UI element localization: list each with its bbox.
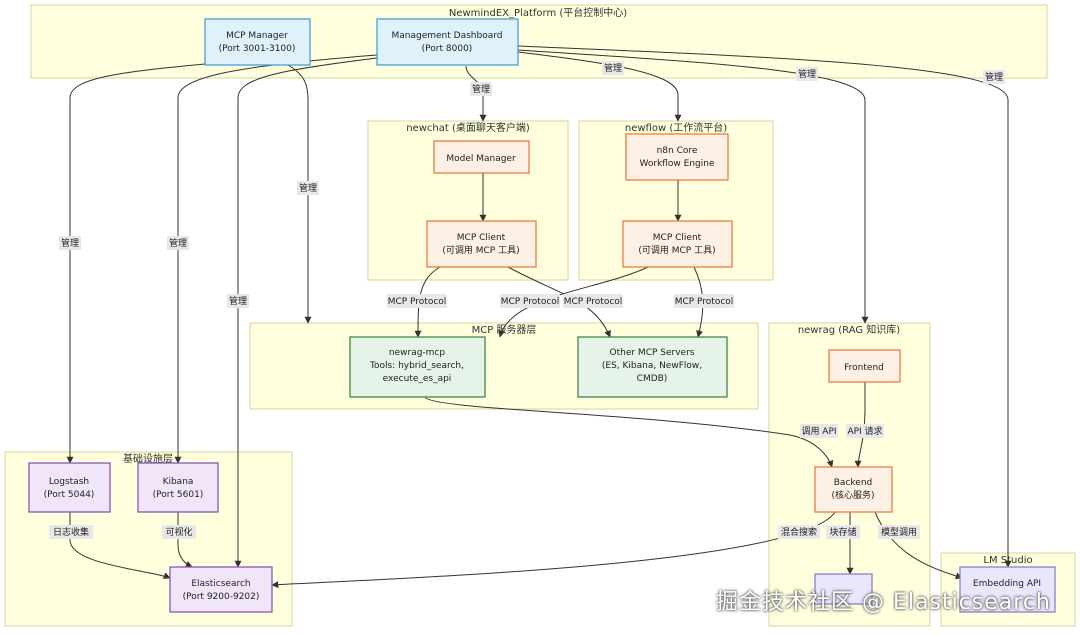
label-call-api: 调用 API [801,426,836,437]
watermark: 掘金技术社区 @ Elasticsearch [716,590,1051,615]
edge-frontend-to-backend [854,382,866,468]
edge-mcp-manager-to-logstash [66,63,206,464]
node-storage[interactable] [814,573,873,605]
node-dashboard[interactable]: Management Dashboard (Port 8000) [376,18,519,66]
node-backend-line2: (核心服务) [831,489,874,501]
node-mcp-manager[interactable]: MCP Manager (Port 3001-3100) [204,18,311,66]
edge-backend-to-elasticsearch [271,511,836,589]
node-dashboard-line1: Management Dashboard [392,31,503,41]
node-other-mcp-line3: CMDB) [637,374,668,384]
edge-chat-client-to-newrag-mcp [414,266,441,338]
node-dashboard-line2: (Port 8000) [422,44,473,54]
svg-text:MCP Client(可调用 MCP 工具): MCP Client (可调用 MCP 工具) [442,233,519,256]
node-newrag-mcp-line1: newrag-mcp [389,348,445,358]
node-newrag-mcp-line2: Tools: hybrid_search, [369,361,464,371]
node-flow-client[interactable]: MCP Client (可调用 MCP 工具) [622,220,733,268]
node-kibana[interactable]: Kibana (Port 5601) [137,462,219,513]
node-model-manager-label: Model Manager [446,154,516,164]
label-manage-newflow: 管理 [604,62,622,74]
node-elasticsearch-line2: (Port 9200-9202) [183,592,260,602]
edge-dashboard-to-elasticsearch [234,57,378,568]
label-log-collect: 日志收集 [53,526,89,538]
edge-dashboard-to-kibana [174,54,378,464]
node-flow-client-line2: (可调用 MCP 工具) [638,245,715,256]
node-newrag-mcp-line3: execute_es_api [383,374,452,384]
node-backend-line1: Backend [834,478,872,488]
node-n8n-line2: Workflow Engine [639,159,714,169]
svg-text:MCP Manager(Port 3001-3100): MCP Manager (Port 3001-3100) [219,31,296,54]
edge-logstash-to-elasticsearch [69,512,171,579]
label-api-request: API 请求 [847,425,882,437]
label-manage-logstash: 管理 [61,237,79,249]
svg-text:Kibana(Port 5601): Kibana (Port 5601) [153,477,204,500]
group-platform: NewmindEX_Platform (平台控制中心) [30,4,1048,79]
node-logstash-line2: (Port 5044) [44,490,95,500]
label-manage-newrag: 管理 [798,68,816,80]
svg-text:MCP Client(可调用 MCP 工具): MCP Client (可调用 MCP 工具) [638,233,715,256]
label-manage-mcp-layer: 管理 [299,182,317,194]
svg-text:Backend(核心服务): Backend(核心服务) [831,478,874,501]
label-mcp-protocol-1: MCP Protocol [388,297,447,307]
label-model-call: 模型调用 [881,527,917,538]
label-chunk-store: 块存储 [829,526,856,538]
label-manage-elasticsearch: 管理 [229,295,247,307]
group-newchat-title: newchat (桌面聊天客户端) [406,121,530,134]
node-logstash-line1: Logstash [49,477,89,487]
label-mcp-protocol-3: MCP Protocol [564,297,623,307]
node-logstash[interactable]: Logstash (Port 5044) [28,462,111,513]
node-chat-client-line2: (可调用 MCP 工具) [442,245,519,256]
node-chat-client[interactable]: MCP Client (可调用 MCP 工具) [426,220,537,268]
svg-text:Management Dashboard(Port 8000: Management Dashboard (Port 8000) [392,31,503,54]
node-embedding-label: Embedding API [973,579,1041,589]
label-visualize: 可视化 [165,526,192,538]
node-backend[interactable]: Backend(核心服务) [814,466,893,513]
edge-dashboard-to-newflow [517,51,682,122]
node-other-mcp-line2: (ES, Kibana, NewFlow, [602,361,702,371]
node-frontend-label: Frontend [844,363,884,373]
node-embedding[interactable]: Embedding API [959,566,1056,613]
edge-labels: 管理 管理 管理 管理 管理 管理 管理 管理 MCP Protocol MCP… [49,61,1005,539]
label-hybrid-search: 混合搜索 [781,526,817,538]
edge-kibana-to-elasticsearch [177,512,193,568]
edge-dashboard-to-lmstudio [517,45,1012,568]
node-model-manager[interactable]: Model Manager [433,140,530,174]
group-newflow-title: newflow (工作流平台) [625,121,727,134]
edges [66,45,1012,589]
node-elasticsearch[interactable]: Elasticsearch (Port 9200-9202) [169,566,273,613]
svg-text:Logstash(Port 5044): Logstash (Port 5044) [44,477,95,500]
group-infra-title: 基础设施层 [123,452,173,465]
node-kibana-line2: (Port 5601) [153,490,204,500]
svg-text:Other MCP Servers(ES, Kibana,: Other MCP Servers (ES, Kibana, NewFlow, CM… [602,348,702,384]
node-n8n-line1: n8n Core [657,146,698,156]
node-mcp-manager-line2: (Port 3001-3100) [219,44,296,54]
node-chat-client-line1: MCP Client [457,233,506,243]
node-other-mcp[interactable]: Other MCP Servers (ES, Kibana, NewFlow, CM… [577,336,728,398]
group-newrag-title: newrag (RAG 知识库) [798,323,900,336]
edge-dashboard-to-newrag [517,49,869,324]
label-manage-lmstudio: 管理 [985,71,1003,83]
node-kibana-line1: Kibana [163,477,194,487]
svg-text:Elasticsearch(Port 9200-9202): Elasticsearch (Port 9200-9202) [183,579,260,602]
edge-newrag-mcp-to-backend [424,396,834,468]
node-flow-client-line1: MCP Client [653,233,702,243]
group-platform-title: NewmindEX_Platform (平台控制中心) [449,6,627,19]
label-manage-kibana: 管理 [169,237,187,249]
label-mcp-protocol-2: MCP Protocol [501,297,560,307]
group-mcp-layer-title: MCP 服务器层 [472,323,537,336]
nodes: MCP Manager (Port 3001-3100) Management D… [28,18,1056,613]
node-elasticsearch-line1: Elasticsearch [191,579,250,589]
label-mcp-protocol-4: MCP Protocol [675,297,734,307]
label-manage-newchat: 管理 [472,83,490,95]
node-other-mcp-line1: Other MCP Servers [610,348,695,358]
node-frontend[interactable]: Frontend [828,349,901,383]
node-mcp-manager-line1: MCP Manager [226,31,288,41]
edge-mcp-manager-to-mcp-layer [287,64,312,324]
